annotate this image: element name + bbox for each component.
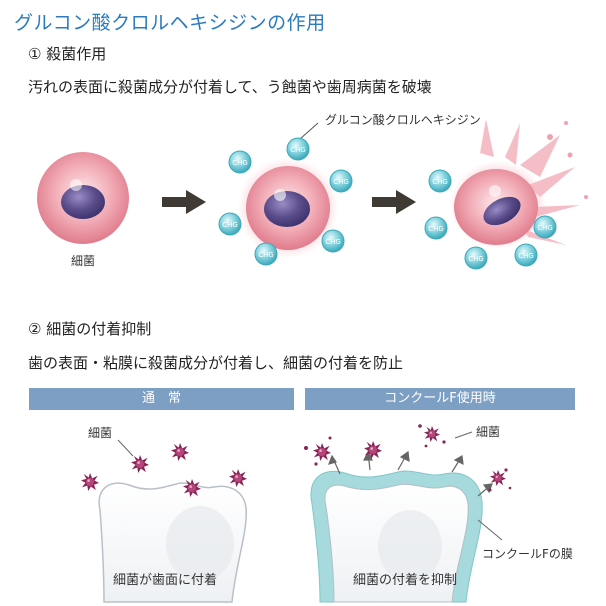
svg-text:CHG: CHG (537, 224, 553, 232)
panel-concool-header: コンクールF使用時 (305, 388, 575, 410)
bacterium (229, 469, 247, 487)
bacterium (313, 443, 331, 461)
panel-normal-caption: 細菌が歯面に付着 (113, 572, 217, 588)
svg-text:CHG: CHG (222, 221, 238, 229)
svg-text:CHG: CHG (428, 225, 444, 233)
repel-arrows (328, 450, 493, 497)
process-arrow (372, 190, 416, 214)
section1-description: 汚れの表面に殺菌成分が付着して、う蝕菌や歯周病菌を破壊 (28, 78, 432, 96)
chg-molecule: CHG (514, 243, 538, 267)
bacterium (171, 443, 189, 461)
bacteria-cell-destroyed (450, 119, 588, 249)
chg-molecule: CHG (428, 169, 452, 193)
section1-heading: ① 殺菌作用 (28, 45, 107, 63)
svg-text:CHG: CHG (518, 252, 534, 260)
panel-concool-caption: 細菌の付着を抑制 (353, 572, 457, 588)
section2-heading: ② 細菌の付着抑制 (28, 320, 152, 338)
svg-text:CHG: CHG (432, 178, 448, 186)
process-arrow (162, 190, 206, 214)
page-title: グルコン酸クロルヘキシジンの作用 (14, 12, 326, 34)
bacteria-fragments (304, 424, 512, 492)
chg-callout: グルコン酸クロルヘキシジン (325, 112, 481, 127)
svg-text:CHG: CHG (258, 251, 274, 259)
svg-text:CHG: CHG (468, 255, 484, 263)
chg-molecule: CHG (321, 229, 345, 253)
chg-molecule: CHG (424, 216, 448, 240)
chg-molecule: CHG (228, 150, 252, 174)
bacteria-label: 細菌 (88, 426, 112, 440)
chg-molecule: CHG (533, 215, 557, 239)
svg-text:CHG: CHG (232, 159, 248, 167)
chg-molecule: CHG (286, 137, 310, 161)
bacterium (424, 426, 440, 442)
svg-text:CHG: CHG (325, 238, 341, 246)
bacteria-cell-chg-attached (238, 158, 338, 258)
bacterium (81, 473, 99, 491)
chg-molecule: CHG (464, 246, 488, 270)
svg-text:CHG: CHG (290, 146, 306, 154)
tooth-protected (324, 483, 469, 603)
chg-molecule: CHG (254, 242, 278, 266)
bacteria-label: 細菌 (71, 254, 95, 268)
chg-molecule: CHG (329, 169, 353, 193)
panel-normal-header: 通 常 (29, 388, 294, 410)
bactericidal-diagram: 細菌 グルコン酸クロルヘキシジン CHG CHG CHG CHG CHG CHG (37, 112, 588, 270)
chg-molecule: CHG (218, 212, 242, 236)
svg-text:CHG: CHG (333, 178, 349, 186)
adhesion-diagram: 細菌 細菌が歯面に付着 細菌 コンクールFの膜 細菌の付着を抑制 (81, 424, 573, 603)
membrane-label: コンクールFの膜 (482, 547, 573, 561)
bacteria-cell-intact (37, 152, 129, 244)
tooth-normal (98, 482, 247, 603)
bacterium (131, 455, 149, 473)
bacteria-label: 細菌 (476, 425, 500, 439)
section2-description: 歯の表面・粘膜に殺菌成分が付着し、細菌の付着を防止 (28, 354, 404, 372)
